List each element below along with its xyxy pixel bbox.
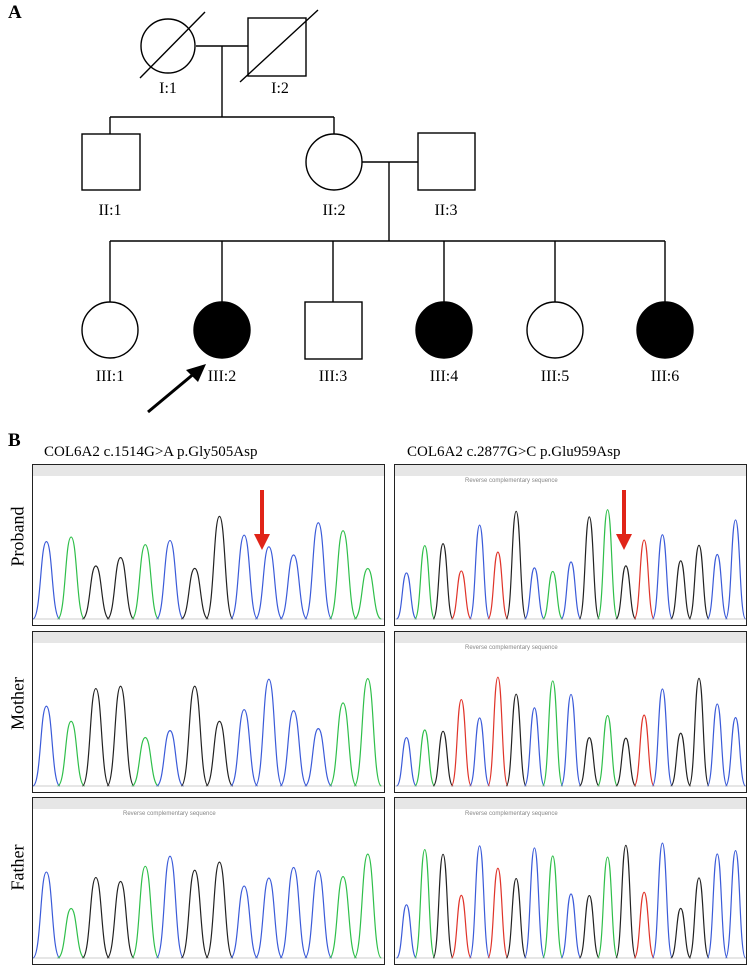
individual-I-1-circle <box>140 18 196 74</box>
label-I-2: I:2 <box>271 80 289 97</box>
label-III-1: III:1 <box>95 368 125 385</box>
label-III-5: III:5 <box>540 368 570 385</box>
individual-II-3-square <box>417 132 476 191</box>
chromatogram-proband-left: CAGGACGGCCCCAA <box>32 464 385 626</box>
variant-arrow-left <box>254 490 270 550</box>
label-III-2: III:2 <box>207 368 237 385</box>
label-III-6: III:6 <box>650 368 680 385</box>
chromatogram-proband-right: Reverse complementary sequenceCAGTCTGCAC… <box>394 464 747 626</box>
label-II-1: II:1 <box>98 202 122 219</box>
individual-III-5-circle <box>526 301 584 359</box>
individual-III-1-circle <box>81 301 139 359</box>
proband-arrow <box>147 364 206 414</box>
row-label-father: Father <box>7 844 28 891</box>
row-label-proband: Proband <box>7 506 28 567</box>
panel-label-a: A <box>8 2 22 23</box>
right-variant-title: COL6A2 c.2877G>C p.Glu959Asp <box>407 444 621 460</box>
label-III-4: III:4 <box>429 368 459 385</box>
label-II-2: II:2 <box>322 202 346 219</box>
pedigree-chart <box>81 9 694 414</box>
panel-label-b: B <box>8 430 21 451</box>
chromatogram-father-left: Reverse complementary sequenceCAGGACGGCC… <box>32 797 385 965</box>
individual-III-4-circle <box>415 301 473 359</box>
row-label-mother: Mother <box>7 677 28 730</box>
label-II-3: II:3 <box>434 202 458 219</box>
chromatogram-mother-right: Reverse complementary sequenceCAGTCTGCAC… <box>394 631 747 793</box>
individual-III-2-circle <box>193 301 251 359</box>
individual-II-2-circle <box>305 133 363 191</box>
left-variant-title: COL6A2 c.1514G>A p.Gly505Asp <box>44 444 258 460</box>
chromatogram-father-right: Reverse complementary sequenceCAGTCTGCAC… <box>394 797 747 965</box>
chromatogram-mother-left: CAGGACGGCCCCAA <box>32 631 385 793</box>
individual-III-6-circle <box>636 301 694 359</box>
variant-arrow-right <box>616 490 632 550</box>
label-I-1: I:1 <box>159 80 177 97</box>
individual-II-1-square <box>81 133 141 191</box>
label-III-3: III:3 <box>318 368 348 385</box>
individual-III-3-square <box>304 301 363 360</box>
